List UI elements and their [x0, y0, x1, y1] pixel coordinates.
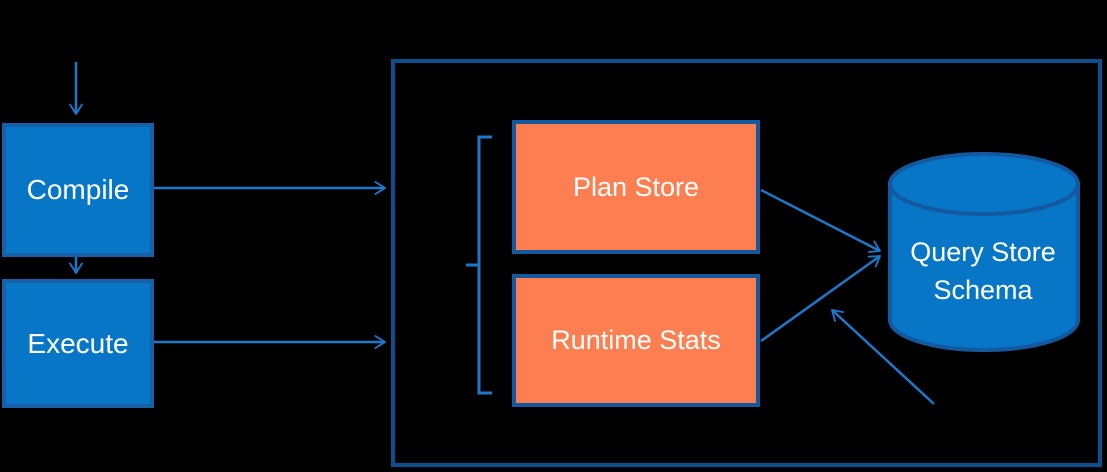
runtime-stats-box: Runtime Stats: [512, 274, 760, 407]
query-store-container-box: [391, 59, 1102, 467]
execute-box: Execute: [2, 279, 154, 408]
external-to-schema-arrow: [831, 309, 935, 405]
execute-label: Execute: [27, 327, 129, 359]
runtime-stats-label: Runtime Stats: [551, 325, 721, 355]
grouping-bracket: [466, 135, 492, 395]
compile-box: Compile: [2, 123, 154, 257]
query-store-schema-label: Query Store Schema: [910, 237, 1056, 305]
runtime-stats-to-schema-arrow: [760, 254, 881, 343]
plan-store-label: Plan Store: [572, 171, 700, 202]
compile-label: Compile: [26, 174, 130, 205]
database-cylinder-icon: [888, 152, 1080, 352]
plan-store-to-schema-arrow: [760, 188, 881, 253]
plan-store-box: Plan Store: [512, 120, 760, 254]
